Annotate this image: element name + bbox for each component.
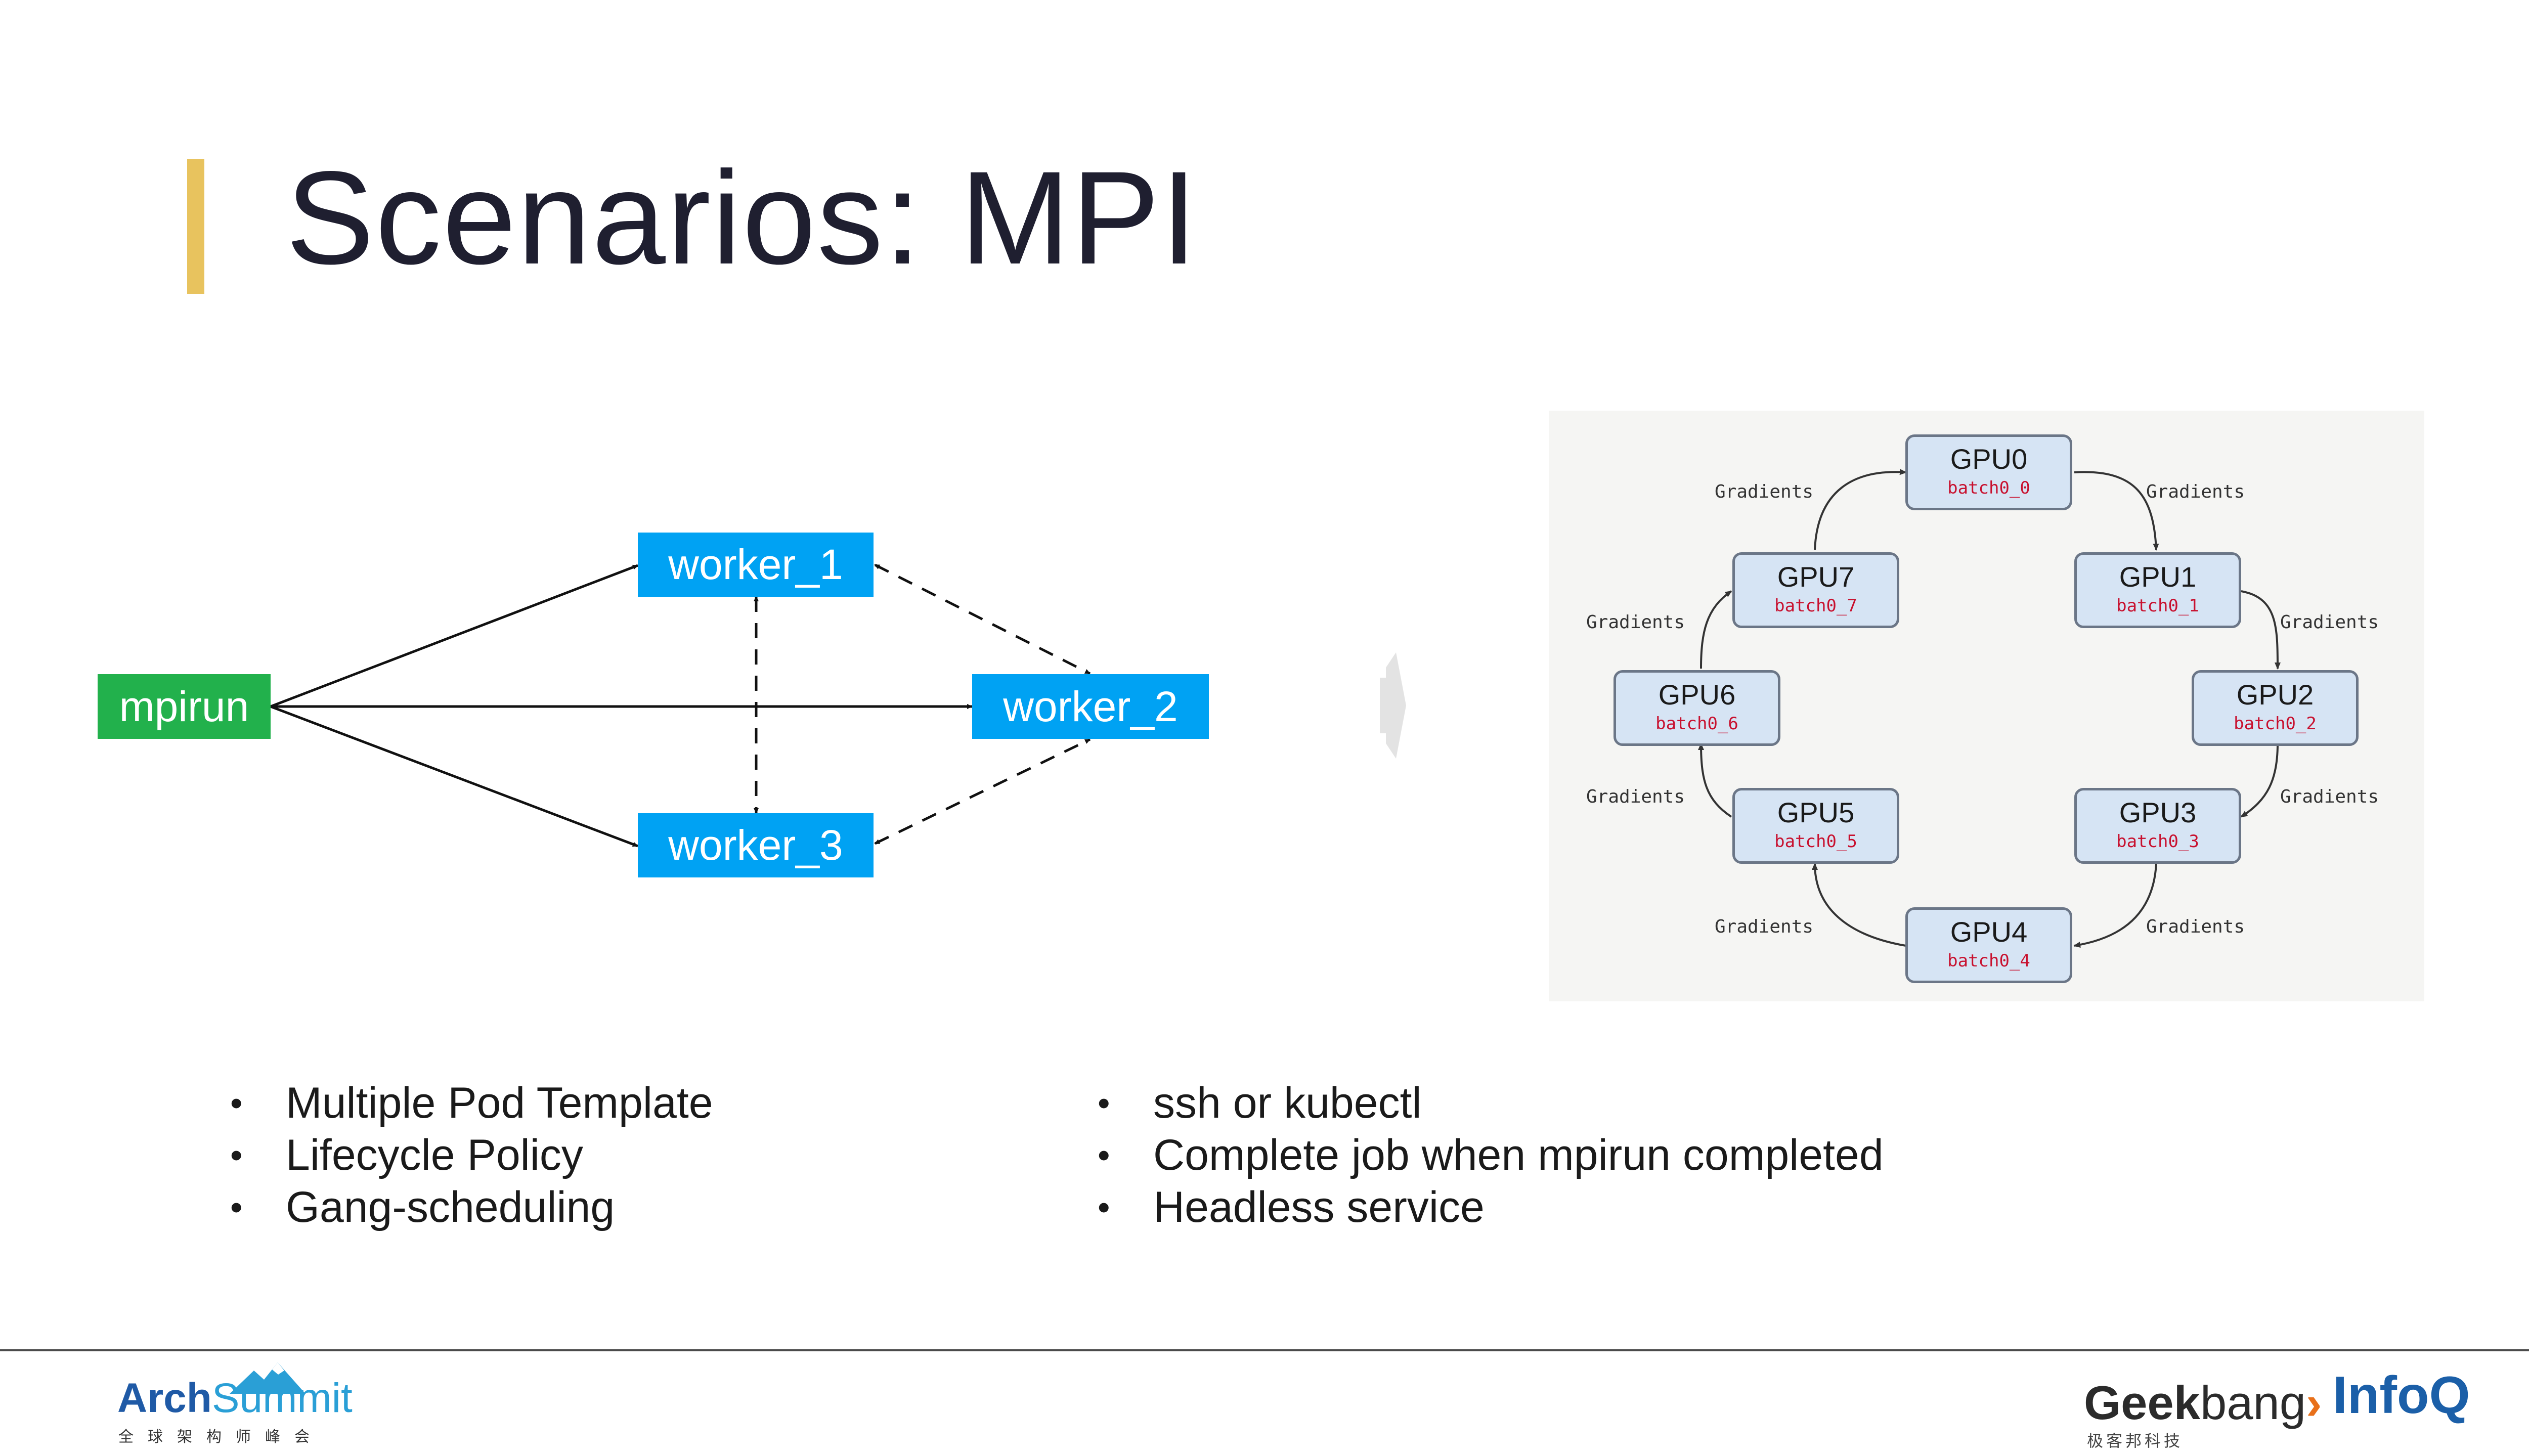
node-worker-1: worker_1 [638,533,874,597]
list-item: • Lifecycle Policy [230,1129,713,1181]
gpu-node-1: GPU1 batch0_1 [2074,552,2241,628]
chevron-icon: › [2306,1376,2322,1429]
gpu-node-7: GPU7 batch0_7 [1732,552,1899,628]
list-item: • ssh or kubectl [1098,1077,1884,1129]
ring-edges [1698,469,2281,948]
gpu-name: GPU4 [1950,916,2028,948]
gpu-name: GPU6 [1658,679,1736,711]
list-item-text: Multiple Pod Template [286,1079,713,1127]
geekbang-logo: Geekbang› 极客邦科技 [2084,1365,2322,1450]
gpu-batch: batch0_0 [1947,478,2030,498]
edge-label: Gradients [1715,481,1814,502]
geekbang-chinese: 极客邦科技 [2087,1432,2184,1450]
node-worker-2: worker_2 [972,674,1209,739]
bullet-list-right: • ssh or kubectl • Complete job when mpiru… [1098,1077,1884,1233]
gpu-batch: batch0_2 [2234,714,2317,734]
list-item: • Complete job when mpirun completed [1098,1129,1884,1181]
transition-arrow-icon [1380,652,1406,759]
edge-worker3-worker2 [874,738,1091,845]
geekbang-wordmark: Geekbang› [2084,1376,2322,1430]
gpu-node-2: GPU2 batch0_2 [2192,670,2359,746]
edge-label: Gradients [2280,612,2379,633]
gpu-name: GPU5 [1777,797,1855,828]
archsummit-logo: ArchSummit 全球架构师峰会 [117,1359,360,1450]
gpu-batch: batch0_1 [2116,596,2199,616]
bullet-dot: • [1098,1083,1110,1123]
edge-worker1-worker2 [874,563,1091,675]
geek-light-text: bang [2200,1376,2306,1429]
gpu-batch: batch0_3 [2116,831,2199,852]
list-item-text: ssh or kubectl [1153,1079,1422,1127]
archsummit-chinese: 全球架构师峰会 [118,1429,324,1445]
gpu-batch: batch0_6 [1655,714,1738,734]
bullet-dot: • [230,1135,243,1175]
edge-label: Gradients [2280,786,2379,807]
ring-edge-7-0 [1814,469,1907,550]
edge-label: Gradients [2146,481,2245,502]
list-item: • Headless service [1098,1181,1884,1233]
title-accent-bar [187,159,204,294]
gpu-name: GPU0 [1950,443,2028,475]
mountain-icon [230,1362,306,1394]
gpu-node-0: GPU0 batch0_0 [1905,434,2072,510]
edge-label: Gradients [1586,786,1685,807]
page-title: Scenarios: MPI [286,144,1199,292]
edge-mpirun-worker1 [270,564,638,708]
bullet-list-left: • Multiple Pod Template • Lifecycle Policy… [230,1077,713,1233]
edge-label: Gradients [2146,916,2245,937]
gpu-node-5: GPU5 batch0_5 [1732,788,1899,864]
bullet-dot: • [1098,1187,1110,1227]
gpu-batch: batch0_4 [1947,951,2030,971]
gpu-node-4: GPU4 batch0_4 [1905,907,2072,983]
ring-edge-5-6 [1698,743,1732,818]
arch-bold-text: Arch [117,1375,212,1421]
ring-edge-0-1 [2074,471,2159,551]
ring-allreduce-diagram: GPU0 batch0_0 GPU1 batch0_1 GPU2 batch0_2 G… [1549,411,2424,1001]
gpu-name: GPU2 [2236,679,2314,711]
list-item-text: Lifecycle Policy [286,1131,583,1179]
gpu-batch: batch0_7 [1774,596,1857,616]
gpu-name: GPU7 [1777,561,1855,593]
ring-edge-2-3 [2240,743,2279,818]
gpu-node-6: GPU6 batch0_6 [1614,670,1780,746]
infoq-logo: InfoQ [2333,1366,2470,1425]
bullet-dot: • [230,1187,243,1227]
ring-edge-3-4 [2073,863,2157,948]
list-item-text: Headless service [1153,1183,1485,1231]
ring-edge-4-5 [1812,863,1906,947]
node-worker-3: worker_3 [638,813,874,877]
edge-label: Gradients [1586,612,1685,633]
bullet-dot: • [1098,1135,1110,1175]
ring-edge-6-7 [1700,590,1732,669]
geek-bold-text: Geek [2084,1376,2200,1429]
gpu-node-3: GPU3 batch0_3 [2074,788,2241,864]
ring-edge-1-2 [2241,590,2281,670]
archsummit-wordmark: ArchSummit [117,1375,353,1422]
arch-light-text: Summit [211,1375,353,1421]
list-item: • Gang-scheduling [230,1181,713,1233]
bullet-dot: • [230,1083,243,1123]
edge-label: Gradients [1715,916,1814,937]
list-item-text: Complete job when mpirun completed [1153,1131,1884,1179]
footer-divider [0,1349,2529,1351]
gpu-name: GPU3 [2119,797,2197,828]
list-item: • Multiple Pod Template [230,1077,713,1129]
node-mpirun: mpirun [98,674,271,739]
gpu-name: GPU1 [2119,561,2197,593]
edge-mpirun-worker3 [270,705,638,848]
list-item-text: Gang-scheduling [286,1183,615,1231]
gpu-batch: batch0_5 [1774,831,1857,852]
